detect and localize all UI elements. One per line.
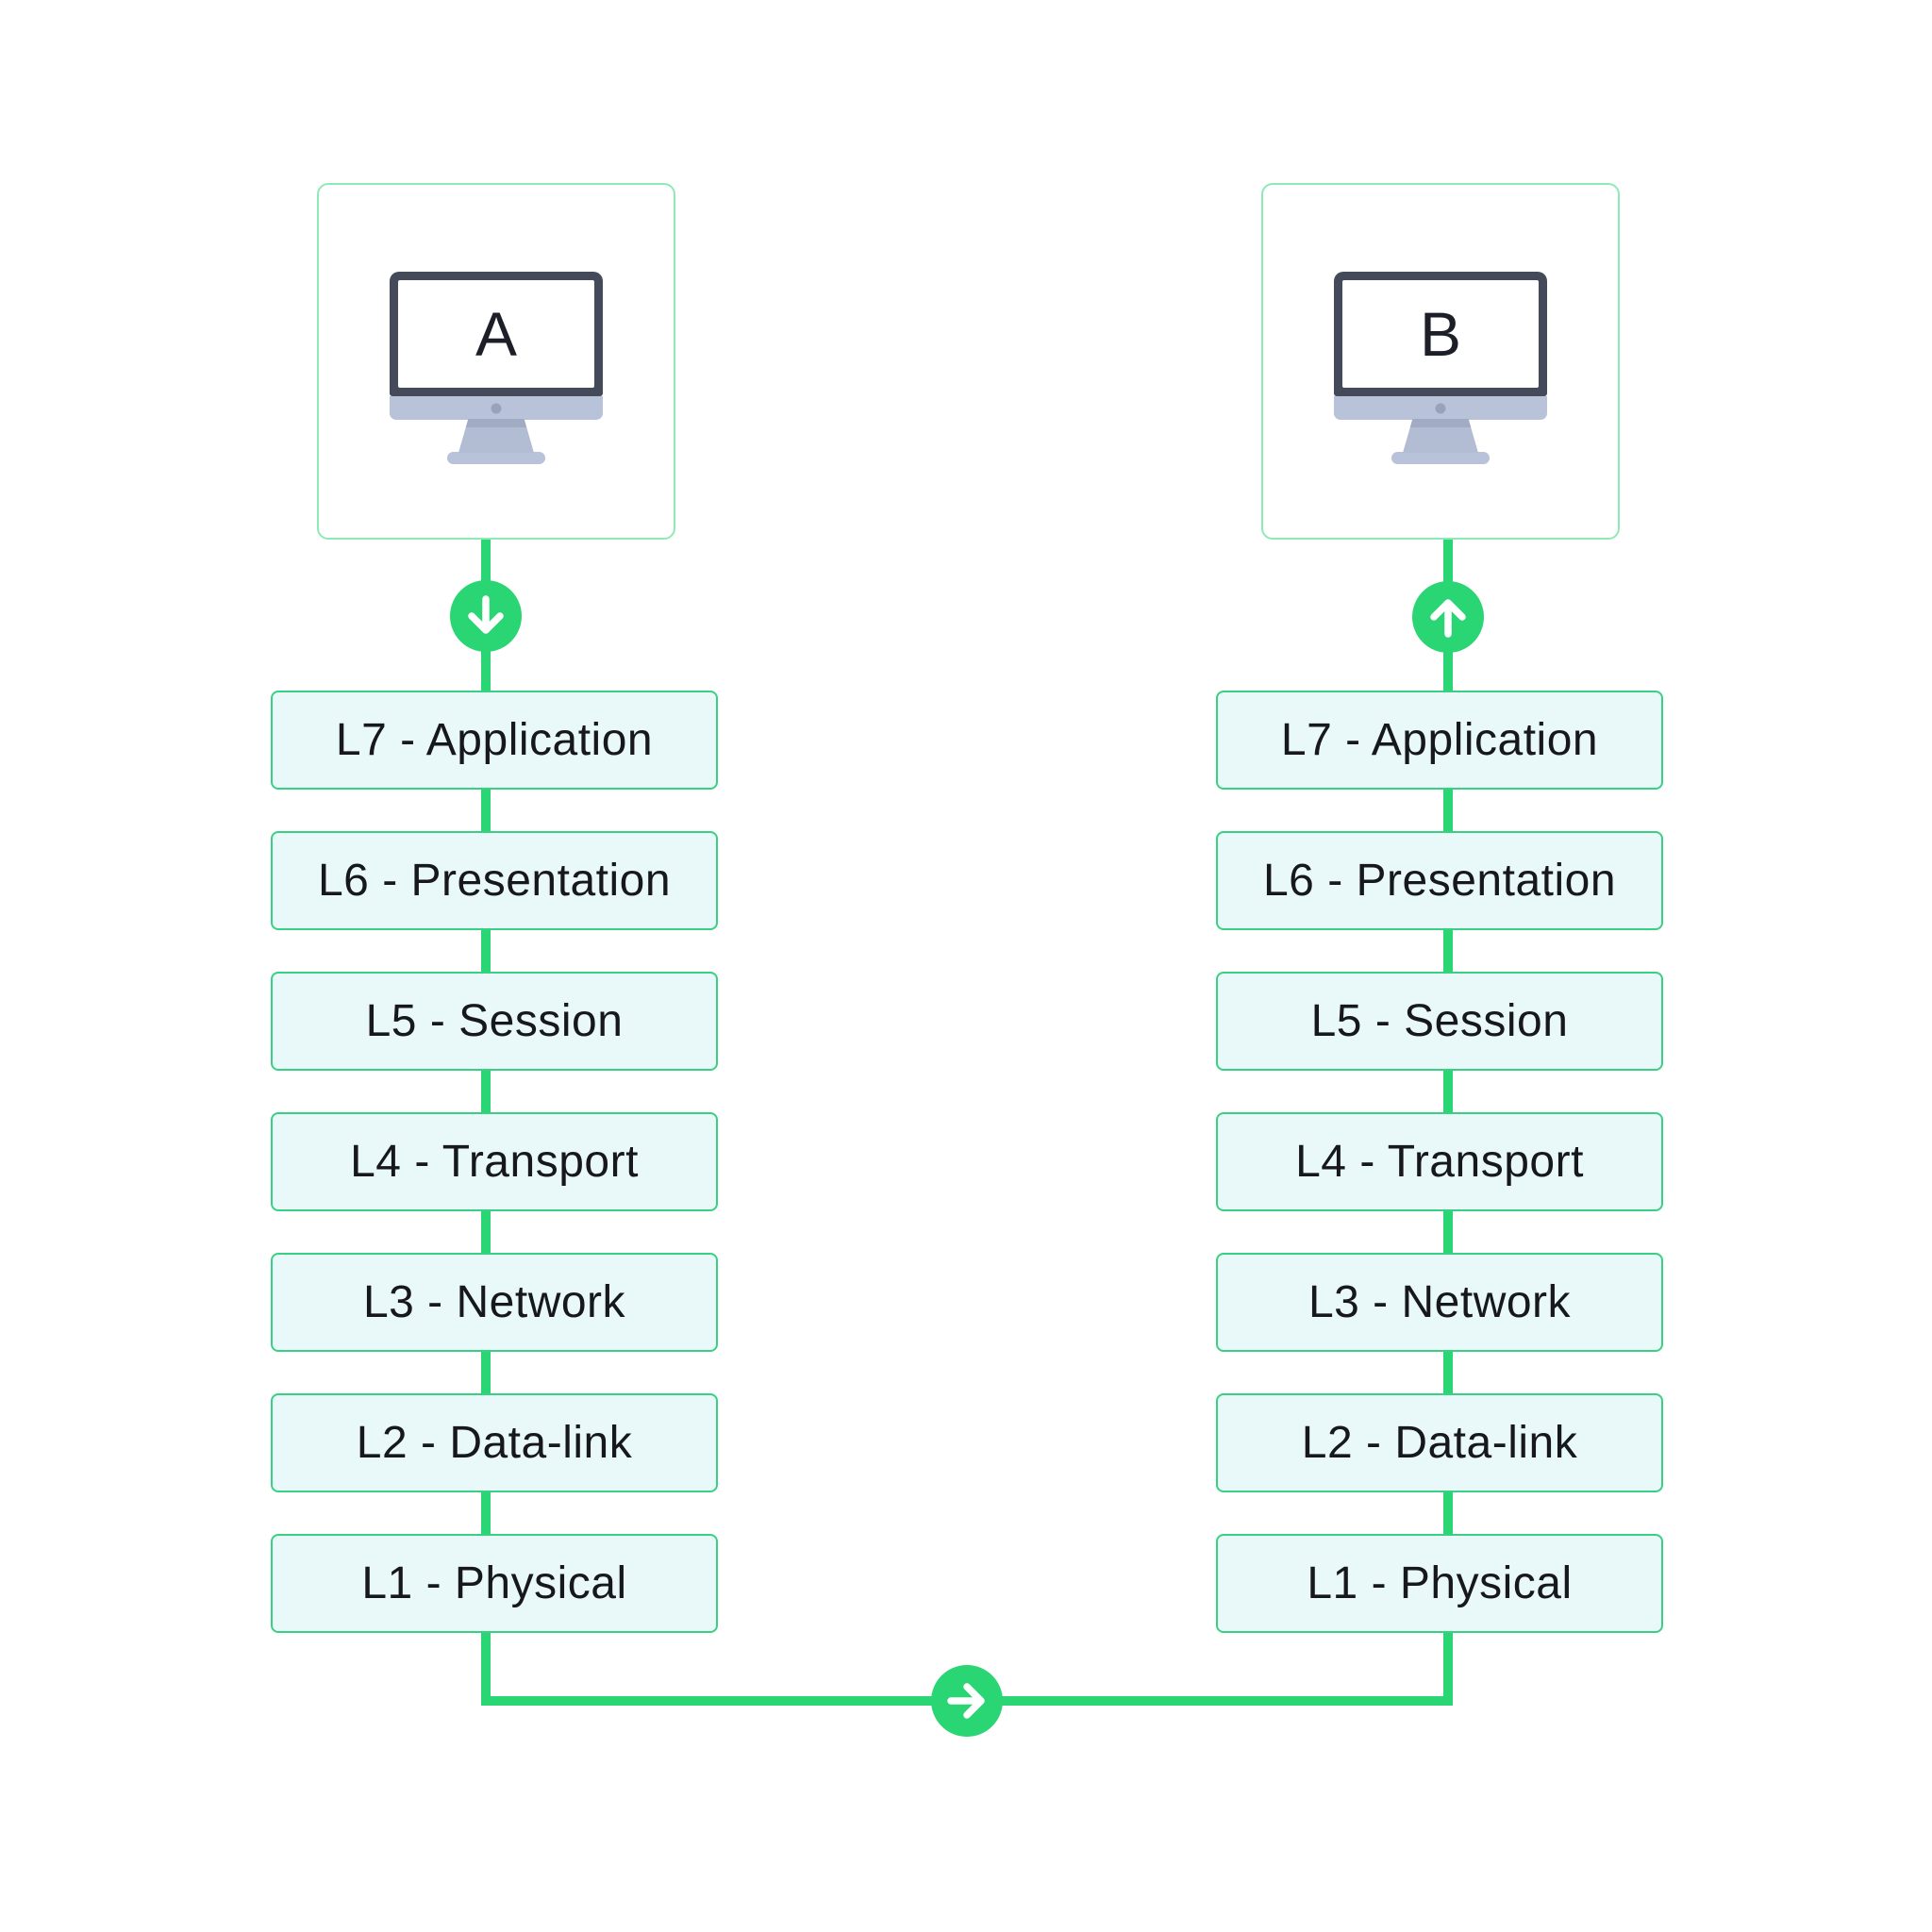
layer-label: L3 - Network bbox=[362, 1277, 626, 1327]
layer-label: L3 - Network bbox=[1307, 1277, 1572, 1327]
monitor-chin bbox=[1334, 396, 1547, 420]
monitor-stand-base bbox=[1391, 452, 1490, 464]
monitor-icon: A bbox=[390, 272, 603, 464]
device-b-label: B bbox=[1419, 299, 1462, 369]
camera-dot-icon bbox=[491, 403, 502, 413]
layer-box-l1: L1 - Physical bbox=[1216, 1534, 1663, 1633]
monitor-screen: A bbox=[398, 280, 594, 388]
layer-box-l6: L6 - Presentation bbox=[1216, 831, 1663, 930]
monitor-frame: A bbox=[390, 272, 603, 396]
arrow-right-icon bbox=[931, 1665, 1003, 1737]
layer-box-l5: L5 - Session bbox=[271, 972, 718, 1071]
layer-box-l7: L7 - Application bbox=[1216, 691, 1663, 790]
monitor-chin bbox=[390, 396, 603, 420]
layer-label: L1 - Physical bbox=[361, 1558, 627, 1608]
arrow-up-icon bbox=[1412, 581, 1484, 653]
monitor-stand-base bbox=[447, 452, 545, 464]
layer-label: L5 - Session bbox=[365, 996, 624, 1046]
layer-box-l1: L1 - Physical bbox=[271, 1534, 718, 1633]
layer-label: L6 - Presentation bbox=[317, 856, 672, 906]
layer-label: L1 - Physical bbox=[1307, 1558, 1573, 1608]
monitor-stand-neck bbox=[458, 419, 534, 453]
layer-label: L5 - Session bbox=[1310, 996, 1569, 1046]
layer-label: L2 - Data-link bbox=[1301, 1418, 1578, 1468]
layer-box-l4: L4 - Transport bbox=[271, 1112, 718, 1211]
monitor-frame: B bbox=[1334, 272, 1547, 396]
layer-box-l4: L4 - Transport bbox=[1216, 1112, 1663, 1211]
monitor-screen: B bbox=[1342, 280, 1539, 388]
device-box-b: B bbox=[1261, 183, 1620, 540]
layer-box-l2: L2 - Data-link bbox=[271, 1393, 718, 1492]
layer-box-l5: L5 - Session bbox=[1216, 972, 1663, 1071]
monitor-icon: B bbox=[1334, 272, 1547, 464]
layer-label: L2 - Data-link bbox=[356, 1418, 633, 1468]
layer-label: L6 - Presentation bbox=[1262, 856, 1617, 906]
layer-box-l6: L6 - Presentation bbox=[271, 831, 718, 930]
device-a-label: A bbox=[475, 299, 518, 369]
layer-label: L7 - Application bbox=[335, 715, 654, 765]
device-box-a: A bbox=[317, 183, 675, 540]
layer-label: L7 - Application bbox=[1280, 715, 1599, 765]
arrow-down-icon bbox=[450, 580, 522, 652]
layer-label: L4 - Transport bbox=[350, 1137, 639, 1187]
camera-dot-icon bbox=[1435, 403, 1446, 413]
layer-box-l3: L3 - Network bbox=[1216, 1253, 1663, 1352]
layer-box-l3: L3 - Network bbox=[271, 1253, 718, 1352]
layer-box-l7: L7 - Application bbox=[271, 691, 718, 790]
monitor-stand-neck bbox=[1403, 419, 1478, 453]
layer-box-l2: L2 - Data-link bbox=[1216, 1393, 1663, 1492]
layer-label: L4 - Transport bbox=[1295, 1137, 1584, 1187]
